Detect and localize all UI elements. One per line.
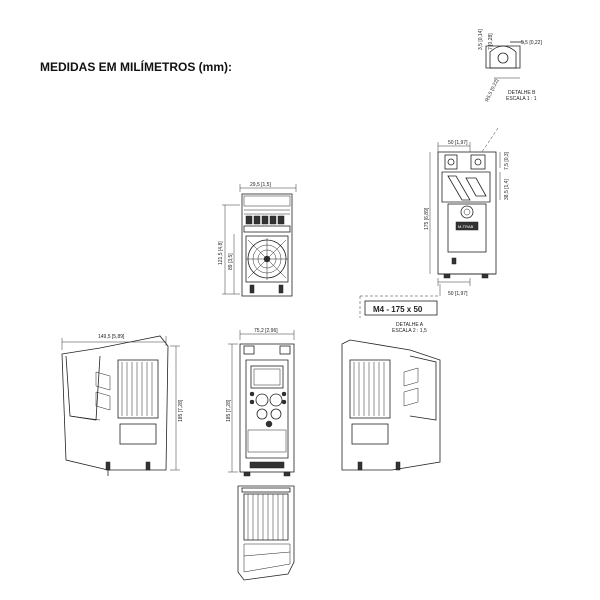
svg-text:M-TRAB: M-TRAB [458,224,474,229]
rear-right-a-label: 7,5 [0,3] [504,151,510,170]
front-view-dimensions: 75,2 [2,96] 185 [7,28] [226,328,295,473]
detail-b-scale: ESCALA 1 : 1 [506,96,537,102]
bottom-view-drawing [237,485,295,581]
top-view-drawing [241,193,293,297]
left-side-view-drawing [61,335,169,476]
rear-bottom-label: 50 [1,97] [448,291,468,297]
vent-slots-right [353,362,385,416]
top-height-a-label: 121,5 [4,8] [218,241,224,265]
detail-b-drawing [485,41,524,79]
detail-a-title: DETALHE A [396,322,424,328]
side-height-label: 185 [7,28] [178,399,184,422]
detail-b-dimensions: 3,5 [0,14] 7 [0,28] 5,5 [0,22] R5,5 [0,2… [478,29,542,103]
detail-b-b-label: 7 [0,28] [488,33,494,50]
right-side-view-drawing [341,339,441,471]
front-view-drawing [239,343,295,477]
rear-view-drawing: M-TRAB [437,151,497,279]
detail-b-c-label: 5,5 [0,22] [521,40,542,46]
rear-view-dimensions: 50 [1,97] 50 [1,97] 175 [6,89] 7,5 [0,3]… [424,127,510,297]
detail-b-title: DETALHE B [508,90,536,96]
front-width-label: 75,2 [2,96] [254,328,278,334]
rear-height-label: 175 [6,89] [424,207,430,230]
detail-a: M4 - 175 x 50 DETALHE A ESCALA 2 : 1,5 [359,284,441,334]
detail-b-d-label: R5,5 [0,22] [484,78,500,103]
rear-right-b-label: 38,5 [1,4] [504,179,510,200]
top-height-b-label: 89 [3,5] [228,253,234,270]
page-title: MEDIDAS EM MILÍMETROS (mm): [40,60,232,74]
screw-spec-label: M4 - 175 x 50 [373,305,423,314]
vent-slots-bottom [247,494,284,540]
side-width-label: 149,5 [5,89] [98,334,125,340]
top-width-label: 29,5 [1,5] [250,182,271,188]
top-view-dimensions: 29,5 [1,5] 121,5 [4,8] 89 [3,5] [218,182,297,295]
front-height-label: 185 [7,28] [226,399,232,422]
detail-b-a-label: 3,5 [0,14] [478,29,484,50]
keypad [249,391,287,428]
vent-slots-left [121,362,153,416]
detail-a-scale: ESCALA 2 : 1,5 [392,328,427,334]
rear-top-label: 50 [1,97] [448,140,468,146]
left-side-view-dimensions: 149,5 [5,89] 185 [7,28] [61,334,184,471]
